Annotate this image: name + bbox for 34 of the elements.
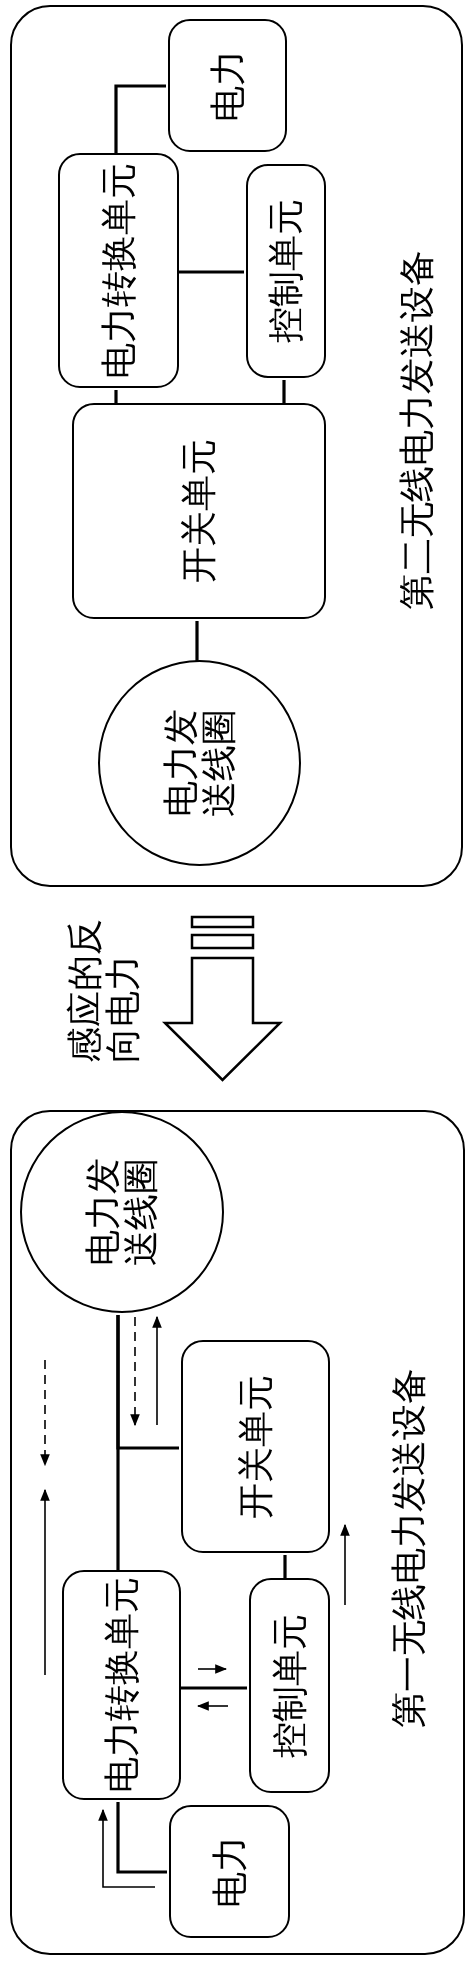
device-frame xyxy=(10,1110,465,1955)
power-box xyxy=(169,1805,290,1938)
coil-circle xyxy=(98,660,301,866)
connector-line xyxy=(116,1802,167,1874)
coil-circle xyxy=(20,1111,224,1313)
connector-line xyxy=(114,390,118,405)
connector-line xyxy=(177,270,244,274)
connector-line xyxy=(116,1315,179,1450)
connector-line xyxy=(283,1555,287,1580)
connector-line xyxy=(282,380,286,405)
unit-label: 电力 xyxy=(210,1835,249,1908)
connector-line xyxy=(179,1686,247,1690)
converter-box xyxy=(62,1570,181,1800)
connector-line xyxy=(114,84,166,155)
switch-box xyxy=(72,403,326,619)
unit-label: 开关单元 xyxy=(180,439,218,583)
device-frame xyxy=(10,5,463,887)
unit-label: 控制单元 xyxy=(267,199,305,343)
block-arrow xyxy=(161,915,284,1082)
converter-box xyxy=(58,153,179,388)
connector-line xyxy=(195,621,199,662)
switch-box xyxy=(181,1340,330,1553)
unit-label: 电力发送线圈 xyxy=(161,708,238,819)
unit-label: 控制单元 xyxy=(270,1613,309,1758)
unit-label: 电力 xyxy=(208,49,247,122)
device-title: 第二无线电力发送设备 xyxy=(398,249,436,612)
unit-label: 电力转换单元 xyxy=(99,162,138,379)
unit-label: 电力发送线圈 xyxy=(84,1157,160,1268)
unit-label: 开关单元 xyxy=(236,1374,275,1519)
device-title: 第一无线电力发送设备 xyxy=(390,1367,428,1730)
unit-label: 电力转换单元 xyxy=(102,1577,141,1793)
power-box xyxy=(168,19,287,152)
control-box xyxy=(246,164,326,378)
control-box xyxy=(249,1578,330,1793)
